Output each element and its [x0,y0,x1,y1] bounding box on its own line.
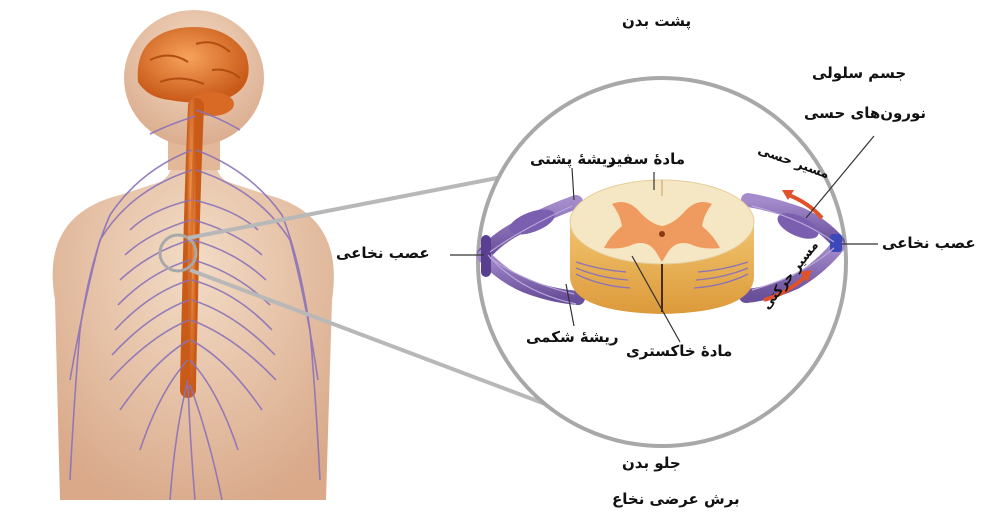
label-cell-body: جسم سلولی [812,66,906,81]
human-body-figure [53,10,334,500]
label-dorsal-root: ریشهٔ پشتی [530,152,616,167]
label-spinal-nerve-right: عصب نخاعی [882,236,976,251]
label-caption: برش عرضی نخاع [612,492,740,507]
label-spinal-nerve-left: عصب نخاعی [336,246,430,261]
label-ventral-root: ریشهٔ شکمی [526,330,619,345]
label-sensory-neurons: نورون‌های حسی [804,106,926,121]
label-gray-matter: مادهٔ خاکستری [626,344,732,359]
label-top: پشت بدن [622,14,691,29]
label-bottom: جلو بدن [622,456,681,471]
label-white-matter: مادهٔ سفید [608,152,685,167]
